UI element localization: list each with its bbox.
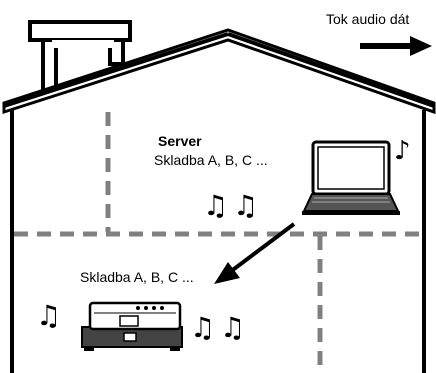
server-title: Server [158,133,202,149]
house-walls [10,110,426,373]
music-notes-icon: ♫ [203,189,229,222]
legend-arrow-icon [360,36,432,56]
music-notes-icon: ♫ [220,311,246,344]
music-note-icon: ♪ [394,136,411,166]
laptop-icon [302,140,400,215]
legend-label: Tok audio dát [326,11,410,27]
player-track-list: Skladba A, B, C ... [80,269,194,285]
music-notes-icon: ♫ [190,311,216,344]
room-dividers [14,112,422,373]
music-notes-icon: ♫ [233,189,259,222]
server-track-list: Skladba A, B, C ... [154,152,268,168]
audio-player-icon [81,301,183,351]
chimney [28,20,132,96]
roof [2,28,436,115]
stream-arrow-icon [214,222,296,284]
music-notes-icon: ♫ [36,299,62,332]
